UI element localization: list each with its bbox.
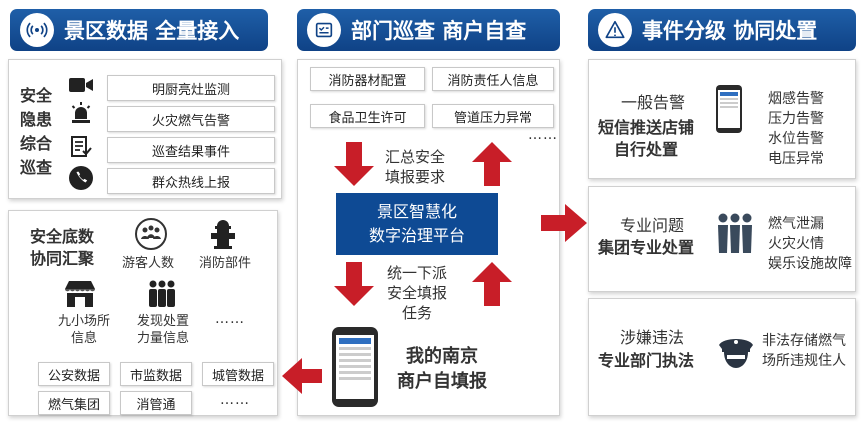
warning-icon (598, 13, 632, 47)
team-icon (712, 210, 758, 256)
phone-mockup (332, 327, 378, 407)
right-professional-subtitle: 集团专业处置 (598, 238, 695, 257)
right-general-title: 一般告警 (621, 93, 686, 112)
data-source-tag: 城管数据 (202, 362, 274, 386)
right-professional-title: 专业问题 (620, 216, 685, 235)
app-label: 我的南京 商户自填报 (397, 346, 487, 392)
right-law-title: 涉嫌违法 (620, 328, 685, 347)
right-general-subtitle: 短信推送店铺 自行处置 (598, 118, 695, 159)
siren-icon (66, 100, 96, 126)
left-top-item: 火灾燃气告警 (107, 106, 275, 132)
icon-label: 游客人数 (122, 256, 175, 271)
arrow-right-icon (541, 204, 587, 242)
data-source-tag: 市监数据 (120, 362, 192, 386)
tags-more: …… (220, 392, 250, 408)
arrow-left-icon (282, 358, 322, 394)
left-top-title: 安全 隐患 综合 巡查 (20, 86, 53, 177)
right-general-items: 烟感告警 压力告警 水位告警 电压异常 (768, 91, 824, 167)
down-text: 统一下派 安全填报 任务 (387, 264, 448, 322)
right-law-subtitle: 专业部门执法 (598, 351, 695, 370)
fire-hydrant-icon (206, 217, 240, 251)
data-source-tag: 公安数据 (38, 362, 110, 386)
middle-tag: 消防责任人信息 (432, 67, 554, 91)
phone-mockup-small (716, 85, 742, 133)
header-right-title: 事件分级 协同处置 (642, 19, 818, 43)
header-left: 景区数据 全量接入 (10, 9, 268, 51)
header-middle-title: 部门巡查 商户自查 (351, 19, 527, 43)
signal-icon (20, 13, 54, 47)
arrow-up-icon (472, 262, 512, 306)
data-source-tag: 消管通 (120, 391, 192, 415)
team-icon (144, 278, 180, 310)
storefront-icon (62, 278, 98, 310)
icon-label: 发现处置力量信息 (137, 314, 190, 346)
header-right: 事件分级 协同处置 (588, 9, 856, 51)
video-camera-icon (66, 72, 96, 98)
right-professional-items: 燃气泄漏 火灾火情 娱乐设施故障 (768, 216, 852, 272)
left-bottom-title: 安全底数 协同汇聚 (30, 227, 95, 268)
phone-icon (66, 164, 96, 192)
icon-label: 消防部件 (199, 256, 252, 271)
police-icon (712, 330, 760, 374)
left-top-item: 巡查结果事件 (107, 137, 275, 163)
icons-more: …… (215, 311, 245, 327)
header-left-title: 景区数据 全量接入 (64, 19, 240, 43)
left-top-item: 明厨亮灶监测 (107, 75, 275, 101)
crowd-icon (133, 217, 169, 251)
arrow-up-icon (472, 142, 512, 186)
middle-tag: 消防器材配置 (310, 67, 425, 91)
up-text: 汇总安全 填报要求 (385, 148, 446, 186)
checklist-icon (307, 13, 341, 47)
middle-tags-more: …… (528, 127, 558, 143)
middle-tag: 食品卫生许可 (310, 104, 425, 128)
arrow-down-icon (334, 262, 374, 306)
arrow-down-icon (334, 142, 374, 186)
data-source-tag: 燃气集团 (38, 391, 110, 415)
right-law-items: 非法存储燃气 场所违规住人 (762, 333, 846, 369)
header-middle: 部门巡查 商户自查 (297, 9, 560, 51)
right-panel-law (588, 298, 856, 416)
left-top-item: 群众热线上报 (107, 168, 275, 194)
report-list-icon (66, 134, 96, 160)
central-platform: 景区智慧化 数字治理平台 (336, 193, 498, 255)
icon-label: 九小场所信息 (58, 314, 111, 346)
middle-tag: 管道压力异常 (432, 104, 554, 128)
